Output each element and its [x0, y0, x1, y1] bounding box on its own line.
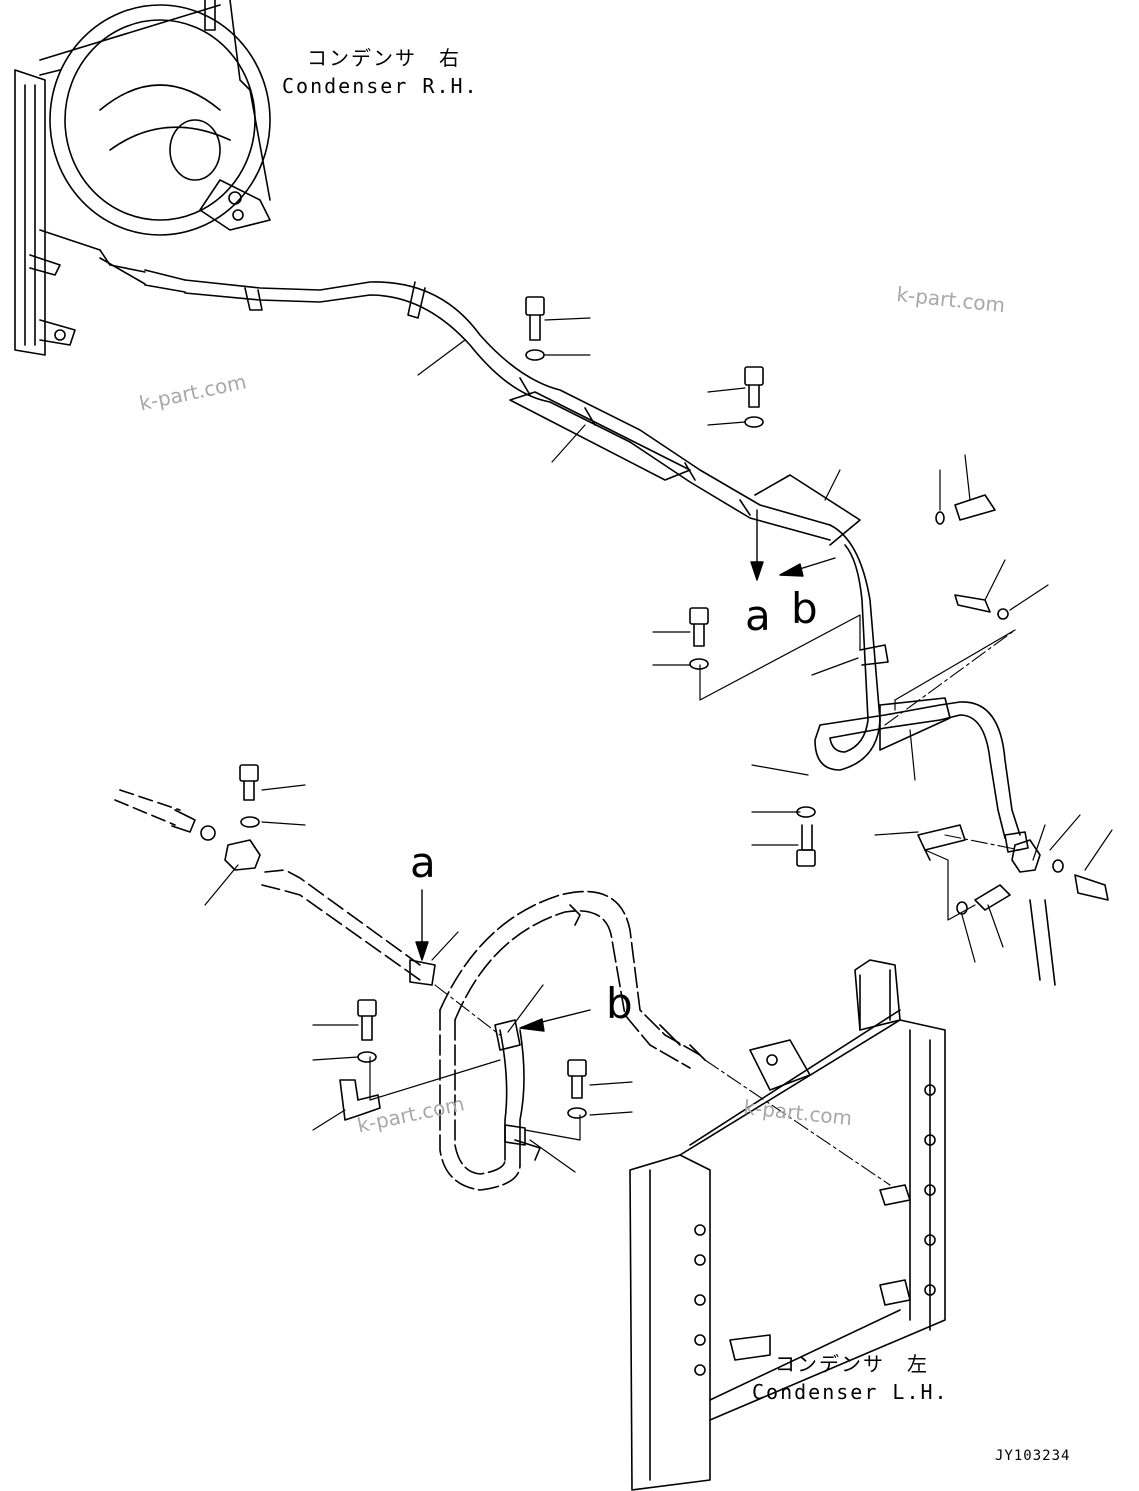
right-hose-bend: [814, 524, 1029, 853]
right-fittings: [917, 494, 1109, 986]
condenser-lh-label-en: Condenser L.H.: [752, 1380, 949, 1404]
mid-bolts: [239, 296, 816, 1119]
view-marker-a-upper: a: [745, 591, 771, 640]
drawing-code: JY103234: [995, 1448, 1071, 1464]
view-marker-a-lower: a: [410, 838, 436, 887]
center-lines: [434, 629, 1021, 1186]
lower-hose-loop: [339, 890, 706, 1191]
view-marker-b-upper: b: [791, 584, 818, 633]
lower-left-hose: [114, 789, 436, 986]
upper-hose: [99, 249, 861, 546]
view-marker-b-lower: b: [606, 979, 633, 1028]
condenser-rh-assembly: [14, 0, 271, 356]
leader-lines: [204, 317, 1113, 1173]
condenser-rh-label-jp: コンデンサ 右: [307, 46, 461, 70]
view-arrows: [415, 509, 836, 1032]
condenser-lh-frame: [629, 959, 946, 1491]
condenser-lh-label-jp: コンデンサ 左: [775, 1352, 929, 1376]
condenser-rh-label-en: Condenser R.H.: [282, 74, 479, 98]
